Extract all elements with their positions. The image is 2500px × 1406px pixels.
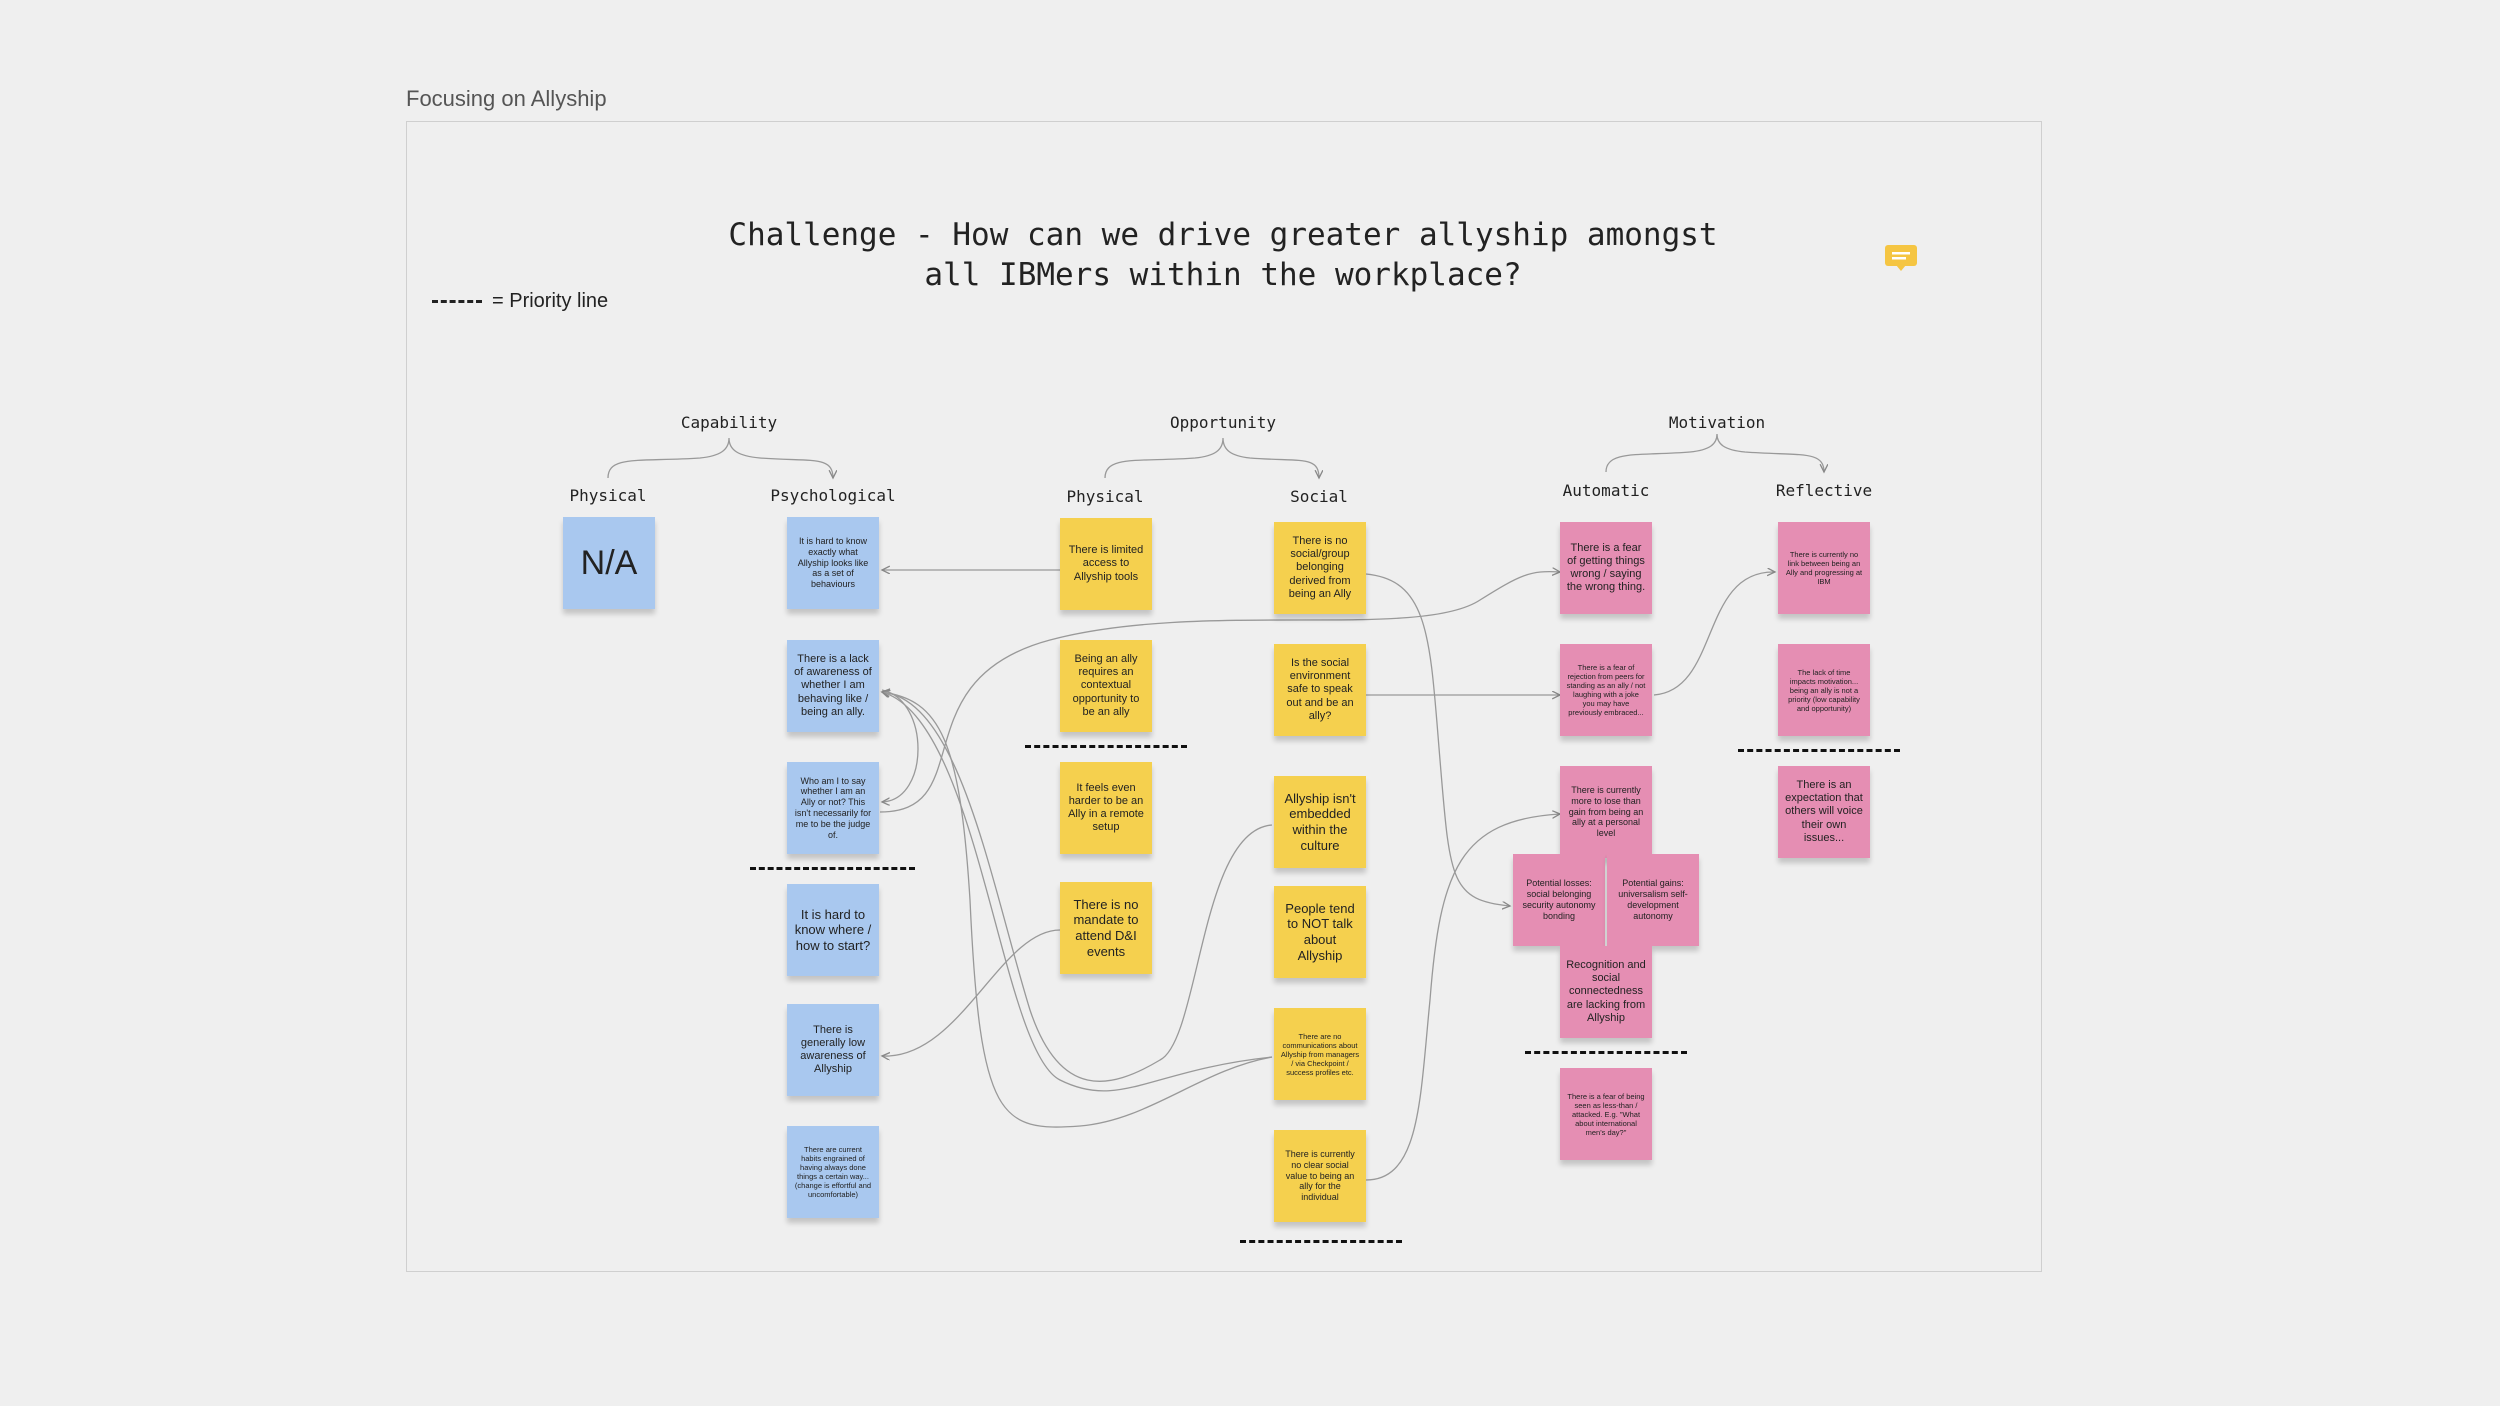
subgroup-cap-physical: Physical: [569, 486, 647, 505]
note-psy2[interactable]: There is a lack of awareness of whether …: [787, 640, 879, 732]
subgroup-mot-automatic: Automatic: [1562, 481, 1650, 500]
priority-legend: = Priority line: [432, 290, 608, 313]
priority-line-opp-social: [1240, 1240, 1402, 1243]
note-os4[interactable]: People tend to NOT talk about Allyship: [1274, 886, 1366, 978]
priority-line-psychological: [750, 867, 915, 870]
note-op1[interactable]: There is limited access to Allyship tool…: [1060, 518, 1152, 610]
note-mr2[interactable]: The lack of time impacts motivation... b…: [1778, 644, 1870, 736]
note-op4[interactable]: There is no mandate to attend D&I events: [1060, 882, 1152, 974]
priority-line-automatic: [1525, 1051, 1687, 1054]
note-mr1[interactable]: There is currently no link between being…: [1778, 522, 1870, 614]
subgroup-cap-psychological: Psychological: [770, 486, 896, 505]
note-ma4[interactable]: Potential losses: social belonging secur…: [1513, 854, 1605, 946]
note-psy3[interactable]: Who am I to say whether I am an Ally or …: [787, 762, 879, 854]
note-os2[interactable]: Is the social environment safe to speak …: [1274, 644, 1366, 736]
note-psy6[interactable]: There are current habits engrained of ha…: [787, 1126, 879, 1218]
group-opportunity: Opportunity: [1170, 413, 1276, 432]
note-psy1[interactable]: It is hard to know exactly what Allyship…: [787, 517, 879, 609]
note-op3[interactable]: It feels even harder to be an Ally in a …: [1060, 762, 1152, 854]
group-capability: Capability: [680, 413, 778, 432]
note-ma5[interactable]: Potential gains: universalism self-devel…: [1607, 854, 1699, 946]
note-os3[interactable]: Allyship isn't embedded within the cultu…: [1274, 776, 1366, 868]
note-ma7[interactable]: There is a fear of being seen as less-th…: [1560, 1068, 1652, 1160]
note-ma6[interactable]: Recognition and social connectedness are…: [1560, 946, 1652, 1038]
note-op2[interactable]: Being an ally requires an contextual opp…: [1060, 640, 1152, 732]
comment-icon[interactable]: [1884, 244, 1918, 272]
note-ma1[interactable]: There is a fear of getting things wrong …: [1560, 522, 1652, 614]
subgroup-opp-social: Social: [1290, 487, 1348, 506]
note-os6[interactable]: There is currently no clear social value…: [1274, 1130, 1366, 1222]
note-mr3[interactable]: There is an expectation that others will…: [1778, 766, 1870, 858]
priority-line-sample: [432, 300, 482, 303]
priority-line-reflective: [1738, 749, 1900, 752]
note-ma3[interactable]: There is currently more to lose than gai…: [1560, 766, 1652, 858]
note-psy4[interactable]: It is hard to know where / how to start?: [787, 884, 879, 976]
frame-label: Focusing on Allyship: [406, 86, 607, 111]
group-motivation: Motivation: [1668, 413, 1766, 432]
note-os5[interactable]: There are no communications about Allysh…: [1274, 1008, 1366, 1100]
note-na[interactable]: N/A: [563, 517, 655, 609]
note-ma2[interactable]: There is a fear of rejection from peers …: [1560, 644, 1652, 736]
note-psy5[interactable]: There is generally low awareness of Ally…: [787, 1004, 879, 1096]
challenge-title: Challenge - How can we drive greater all…: [728, 217, 1718, 293]
subgroup-mot-reflective: Reflective: [1775, 481, 1873, 500]
note-os1[interactable]: There is no social/group belonging deriv…: [1274, 522, 1366, 614]
subgroup-opp-physical: Physical: [1066, 487, 1144, 506]
priority-legend-label: = Priority line: [492, 290, 609, 312]
priority-line-opp-physical: [1025, 745, 1187, 748]
